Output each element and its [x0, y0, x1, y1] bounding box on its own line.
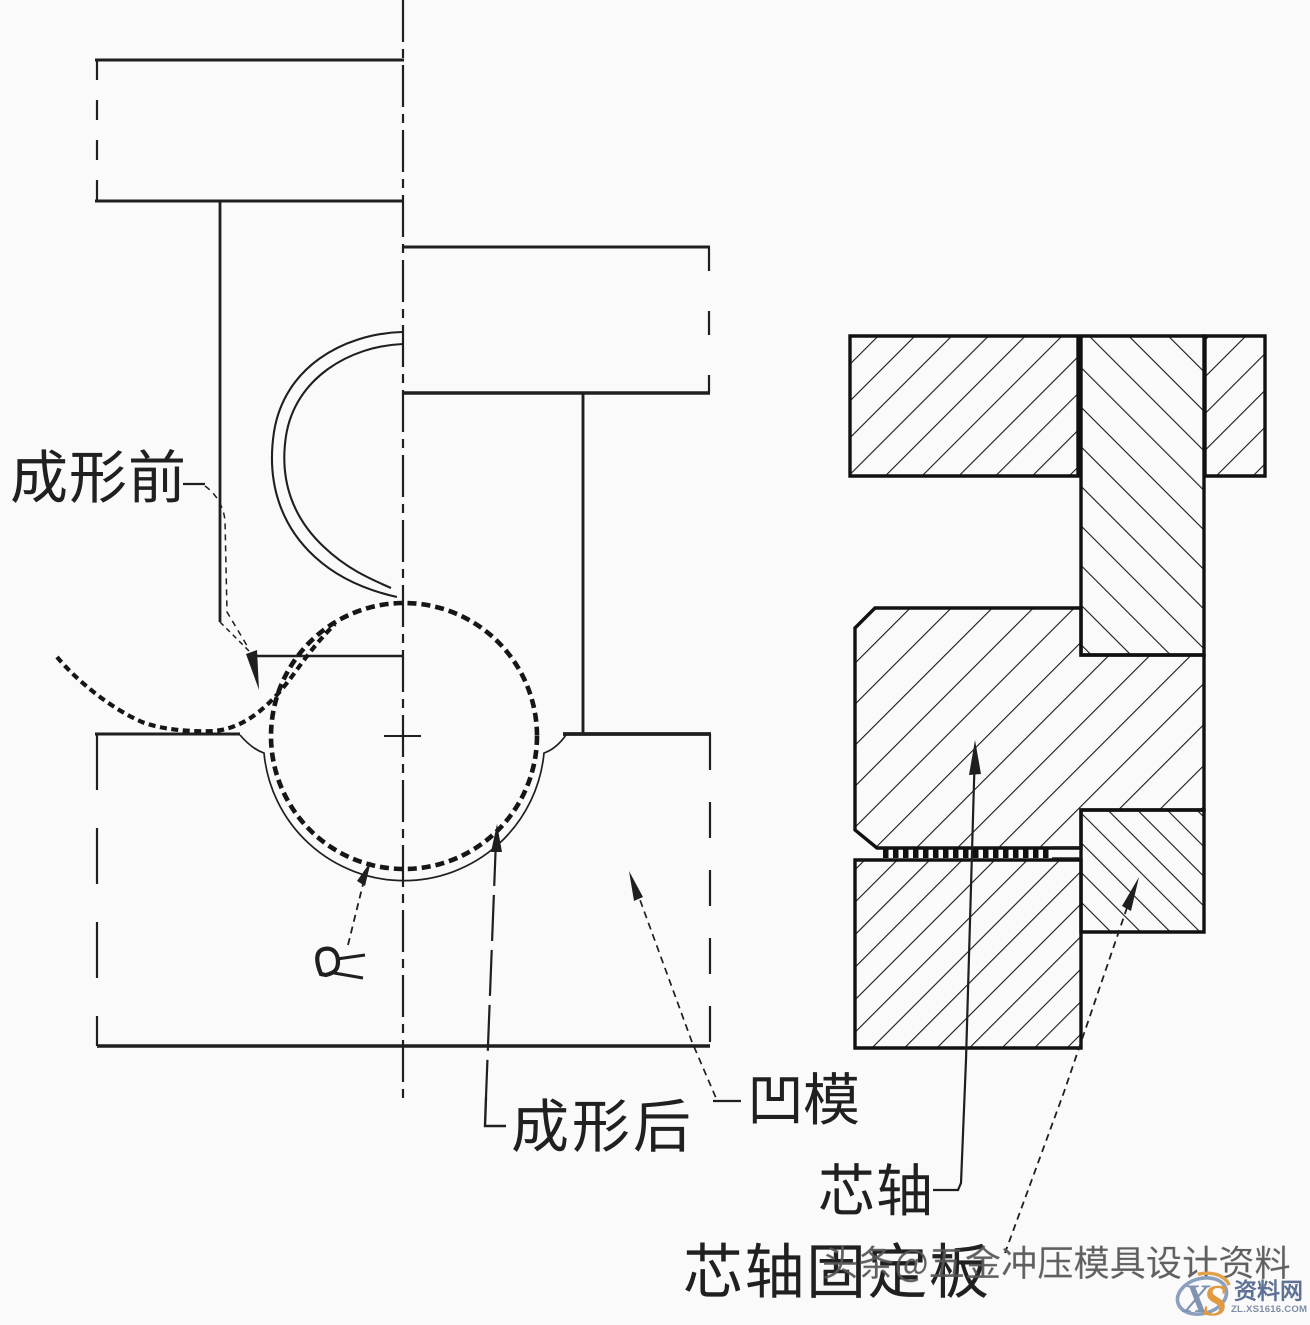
- svg-text:S: S: [1203, 1276, 1227, 1320]
- svg-text:ZL.XS1616.COM: ZL.XS1616.COM: [1231, 1304, 1307, 1315]
- svg-text:X: X: [1181, 1276, 1211, 1320]
